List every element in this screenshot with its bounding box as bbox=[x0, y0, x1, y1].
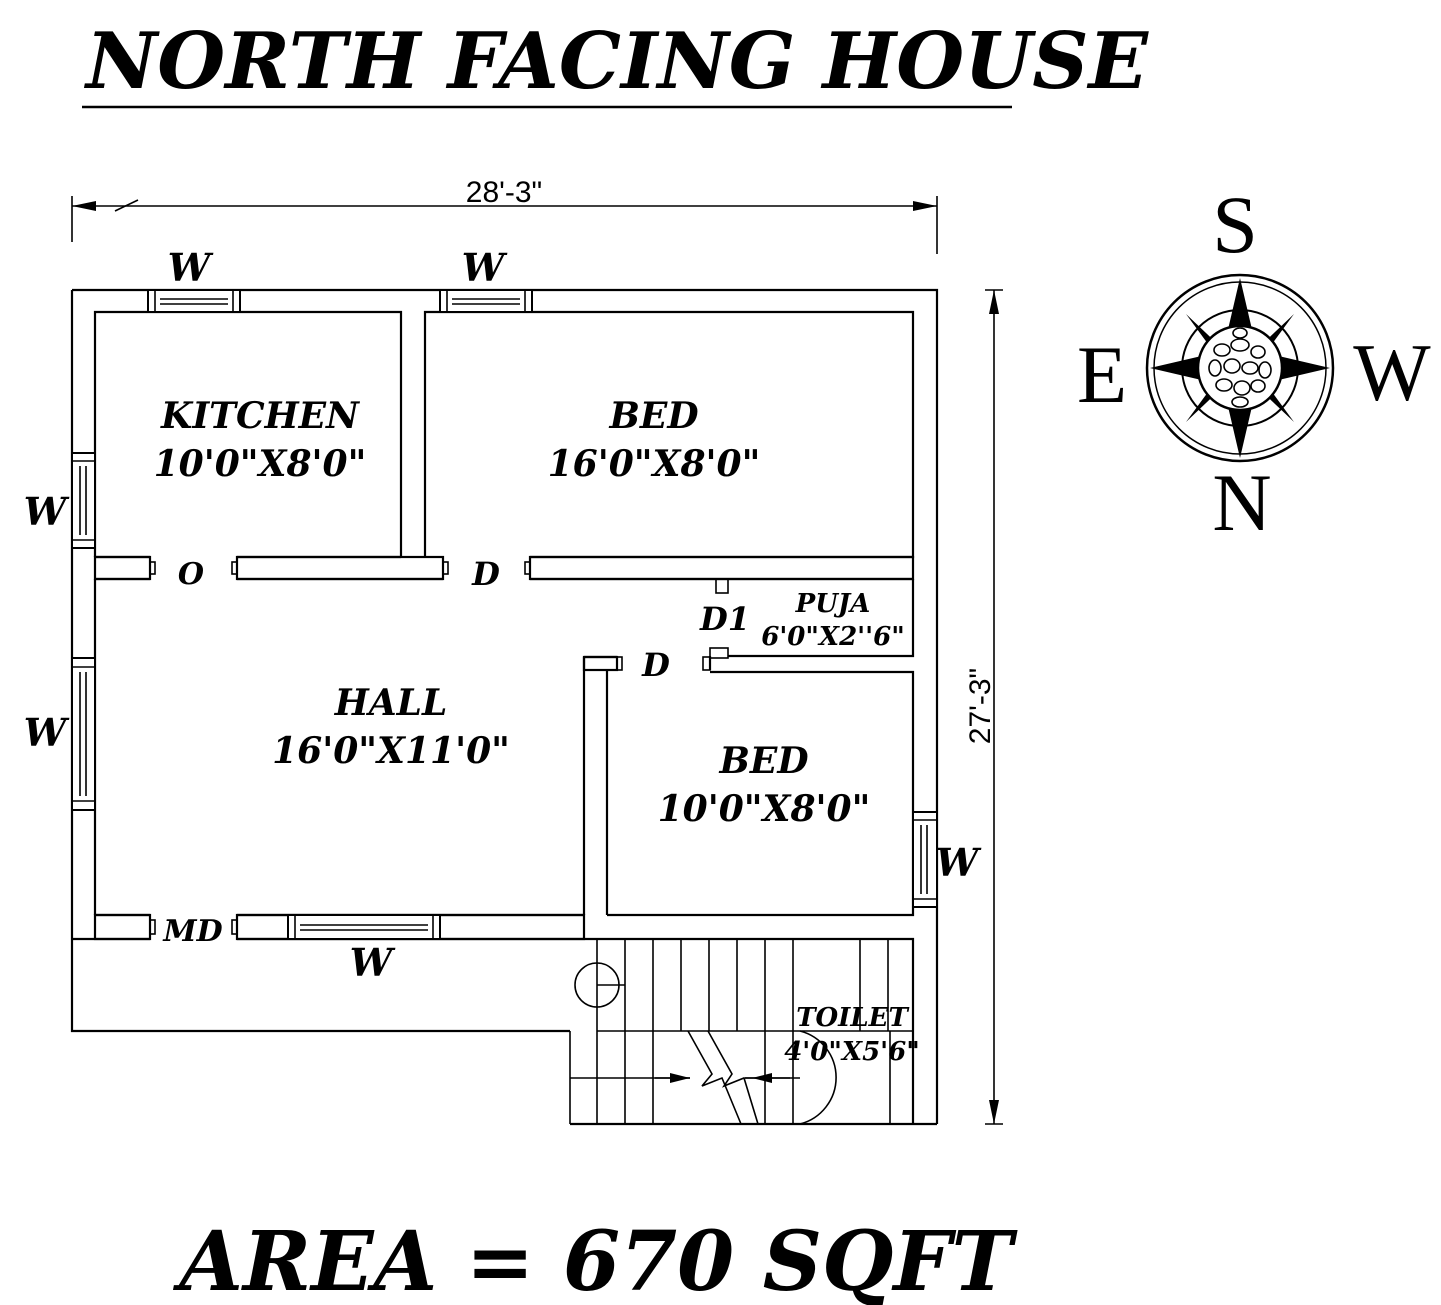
compass-rose bbox=[1145, 273, 1335, 463]
compass-south: S bbox=[1212, 179, 1258, 270]
bed-top-name: BED bbox=[608, 395, 698, 437]
bed-top-size: 16'0"X8'0" bbox=[548, 443, 761, 485]
hall-size: 16'0"X11'0" bbox=[272, 730, 510, 772]
bed-bottom-walls bbox=[607, 670, 915, 917]
window-right-bed bbox=[912, 811, 938, 908]
depth-dimension bbox=[985, 289, 1003, 1125]
area-label: AREA = 670 SQFT bbox=[172, 1214, 1017, 1305]
compass-north: N bbox=[1212, 457, 1271, 548]
door-label-bed-bottom: D bbox=[641, 646, 670, 684]
window-label-top-bed: W bbox=[462, 245, 508, 290]
window-bottom-hall bbox=[287, 914, 441, 940]
width-dimension-label: 28'-3" bbox=[466, 176, 542, 209]
window-left-kitchen bbox=[71, 452, 96, 549]
kitchen-size: 10'0"X8'0" bbox=[154, 443, 367, 485]
door-label-bed-top: D bbox=[471, 555, 500, 593]
window-label-top-kitchen: W bbox=[168, 245, 214, 290]
width-dimension bbox=[71, 196, 938, 254]
page-title: NORTH FACING HOUSE bbox=[83, 16, 1150, 107]
kitchen-name: KITCHEN bbox=[160, 395, 361, 437]
window-label-left-hall: W bbox=[24, 710, 70, 755]
window-label-left-kitchen: W bbox=[24, 489, 70, 534]
door-label-puja: D1 bbox=[699, 600, 750, 638]
depth-dimension-label: 27'-3" bbox=[964, 668, 997, 744]
toilet-size: 4'0"X5'6" bbox=[784, 1037, 920, 1067]
compass-west: W bbox=[1353, 327, 1431, 418]
toilet-name: TOILET bbox=[796, 1003, 909, 1033]
main-door-label: MD bbox=[162, 914, 222, 949]
compass-east: E bbox=[1077, 329, 1127, 420]
staircase bbox=[569, 937, 915, 1125]
window-top-kitchen bbox=[147, 289, 241, 313]
hall-name: HALL bbox=[334, 682, 448, 724]
bed-bottom-size: 10'0"X8'0" bbox=[658, 788, 871, 830]
door-jambs bbox=[93, 555, 915, 941]
window-label-right-bed: W bbox=[936, 840, 982, 885]
window-label-bottom-hall: W bbox=[350, 940, 396, 985]
puja-size: 6'0"X2''6" bbox=[761, 622, 905, 652]
opening-label-kitchen: O bbox=[178, 557, 204, 592]
window-left-hall bbox=[71, 657, 96, 811]
window-top-bed bbox=[439, 289, 533, 313]
bed-bottom-name: BED bbox=[718, 740, 808, 782]
puja-name: PUJA bbox=[795, 589, 871, 619]
